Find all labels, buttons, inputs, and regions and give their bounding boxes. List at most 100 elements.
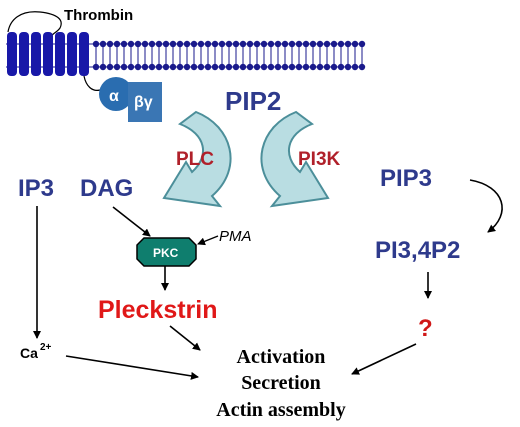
membrane-head-upper xyxy=(99,40,107,48)
plc-label: PLC xyxy=(176,149,214,170)
pleckstrin-label: Pleckstrin xyxy=(98,296,218,324)
outcome-secretion: Secretion xyxy=(241,372,321,394)
membrane-head-upper xyxy=(309,40,317,48)
pkc-label: PKC xyxy=(153,246,179,260)
ip3-label: IP3 xyxy=(18,175,54,202)
membrane-head-lower xyxy=(260,63,268,71)
membrane-head-upper xyxy=(162,40,170,48)
membrane-head-lower xyxy=(316,63,324,71)
membrane-head-upper xyxy=(120,40,128,48)
membrane-head-upper xyxy=(316,40,324,48)
membrane-head-upper xyxy=(113,40,121,48)
membrane-head-lower xyxy=(344,63,352,71)
calcium-charge-label: 2+ xyxy=(40,342,52,353)
membrane-head-upper xyxy=(176,40,184,48)
membrane-head-lower xyxy=(351,63,359,71)
membrane-head-upper xyxy=(218,40,226,48)
membrane-head-lower xyxy=(183,63,191,71)
unknown-mediator-label: ? xyxy=(418,315,433,342)
membrane-head-lower xyxy=(267,63,275,71)
membrane-head-upper xyxy=(148,40,156,48)
cell-membrane xyxy=(6,40,366,71)
calcium-to-outcomes-arrow xyxy=(65,355,199,380)
membrane-head-upper xyxy=(288,40,296,48)
pip3-label: PIP3 xyxy=(380,165,432,192)
receptor-helix-1 xyxy=(7,32,17,76)
receptor-helix-4 xyxy=(43,32,53,76)
membrane-head-lower xyxy=(246,63,254,71)
membrane-head-upper xyxy=(169,40,177,48)
beta-gamma-label: βγ xyxy=(134,94,153,111)
membrane-head-lower xyxy=(134,63,142,71)
membrane-head-upper xyxy=(211,40,219,48)
cellular-outcomes: Activation Secretion Actin assembly xyxy=(216,346,345,421)
g-protein: α βγ xyxy=(99,77,162,122)
membrane-head-upper xyxy=(246,40,254,48)
membrane-head-lower xyxy=(323,63,331,71)
membrane-head-upper xyxy=(204,40,212,48)
membrane-head-lower xyxy=(288,63,296,71)
membrane-head-upper xyxy=(197,40,205,48)
membrane-head-upper xyxy=(106,40,114,48)
membrane-head-upper xyxy=(323,40,331,48)
membrane-head-lower xyxy=(302,63,310,71)
outcome-activation: Activation xyxy=(237,346,326,368)
membrane-head-upper xyxy=(267,40,275,48)
membrane-head-lower xyxy=(148,63,156,71)
membrane-head-upper xyxy=(274,40,282,48)
membrane-head-upper xyxy=(141,40,149,48)
plc-curved-arrow xyxy=(162,110,232,208)
membrane-head-lower xyxy=(309,63,317,71)
membrane-head-lower xyxy=(155,63,163,71)
g-alpha-subunit xyxy=(99,77,133,111)
membrane-head-upper xyxy=(253,40,261,48)
receptor-helix-2 xyxy=(19,32,29,76)
membrane-head-upper xyxy=(295,40,303,48)
membrane-head-lower xyxy=(92,63,100,71)
membrane-head-lower xyxy=(253,63,261,71)
membrane-head-upper xyxy=(344,40,352,48)
membrane-head-lower xyxy=(211,63,219,71)
membrane-head-lower xyxy=(295,63,303,71)
membrane-head-lower xyxy=(281,63,289,71)
pleckstrin-to-outcomes-arrow xyxy=(169,325,201,351)
outcome-actin-assembly: Actin assembly xyxy=(216,399,345,421)
receptor-helix-5 xyxy=(55,32,65,76)
calcium-label: Ca xyxy=(20,345,38,361)
membrane-head-lower xyxy=(141,63,149,71)
membrane-head-upper xyxy=(183,40,191,48)
thrombin-receptor xyxy=(7,11,101,91)
dag-to-pkc-arrow xyxy=(112,206,151,237)
dag-label: DAG xyxy=(80,175,133,202)
membrane-head-upper xyxy=(134,40,142,48)
membrane-head-upper xyxy=(358,40,366,48)
membrane-head-upper xyxy=(351,40,359,48)
membrane-head-lower xyxy=(197,63,205,71)
membrane-head-upper xyxy=(232,40,240,48)
g-beta-gamma-subunit xyxy=(128,82,162,122)
membrane-head-lower xyxy=(106,63,114,71)
receptor-helix-6 xyxy=(67,32,77,76)
receptor-helix-7 xyxy=(79,32,89,76)
membrane-head-upper xyxy=(127,40,135,48)
pip2-label: PIP2 xyxy=(225,86,281,116)
membrane-head-upper xyxy=(190,40,198,48)
membrane-head-upper xyxy=(92,40,100,48)
pip3-to-pi34p2-arrow xyxy=(469,179,503,233)
pma-label: PMA xyxy=(219,228,252,245)
receptor-helix-3 xyxy=(31,32,41,76)
membrane-head-lower xyxy=(127,63,135,71)
membrane-head-lower xyxy=(330,63,338,71)
membrane-head-upper xyxy=(260,40,268,48)
pma-to-pkc-arrow xyxy=(197,235,219,246)
membrane-head-upper xyxy=(239,40,247,48)
membrane-head-upper xyxy=(281,40,289,48)
membrane-head-lower xyxy=(99,63,107,71)
membrane-head-lower xyxy=(162,63,170,71)
thrombin-label: Thrombin xyxy=(64,7,133,24)
pkc-node xyxy=(136,237,197,267)
membrane-head-lower xyxy=(358,63,366,71)
receptor-n-terminus xyxy=(7,11,62,43)
alpha-label: α xyxy=(109,88,119,105)
